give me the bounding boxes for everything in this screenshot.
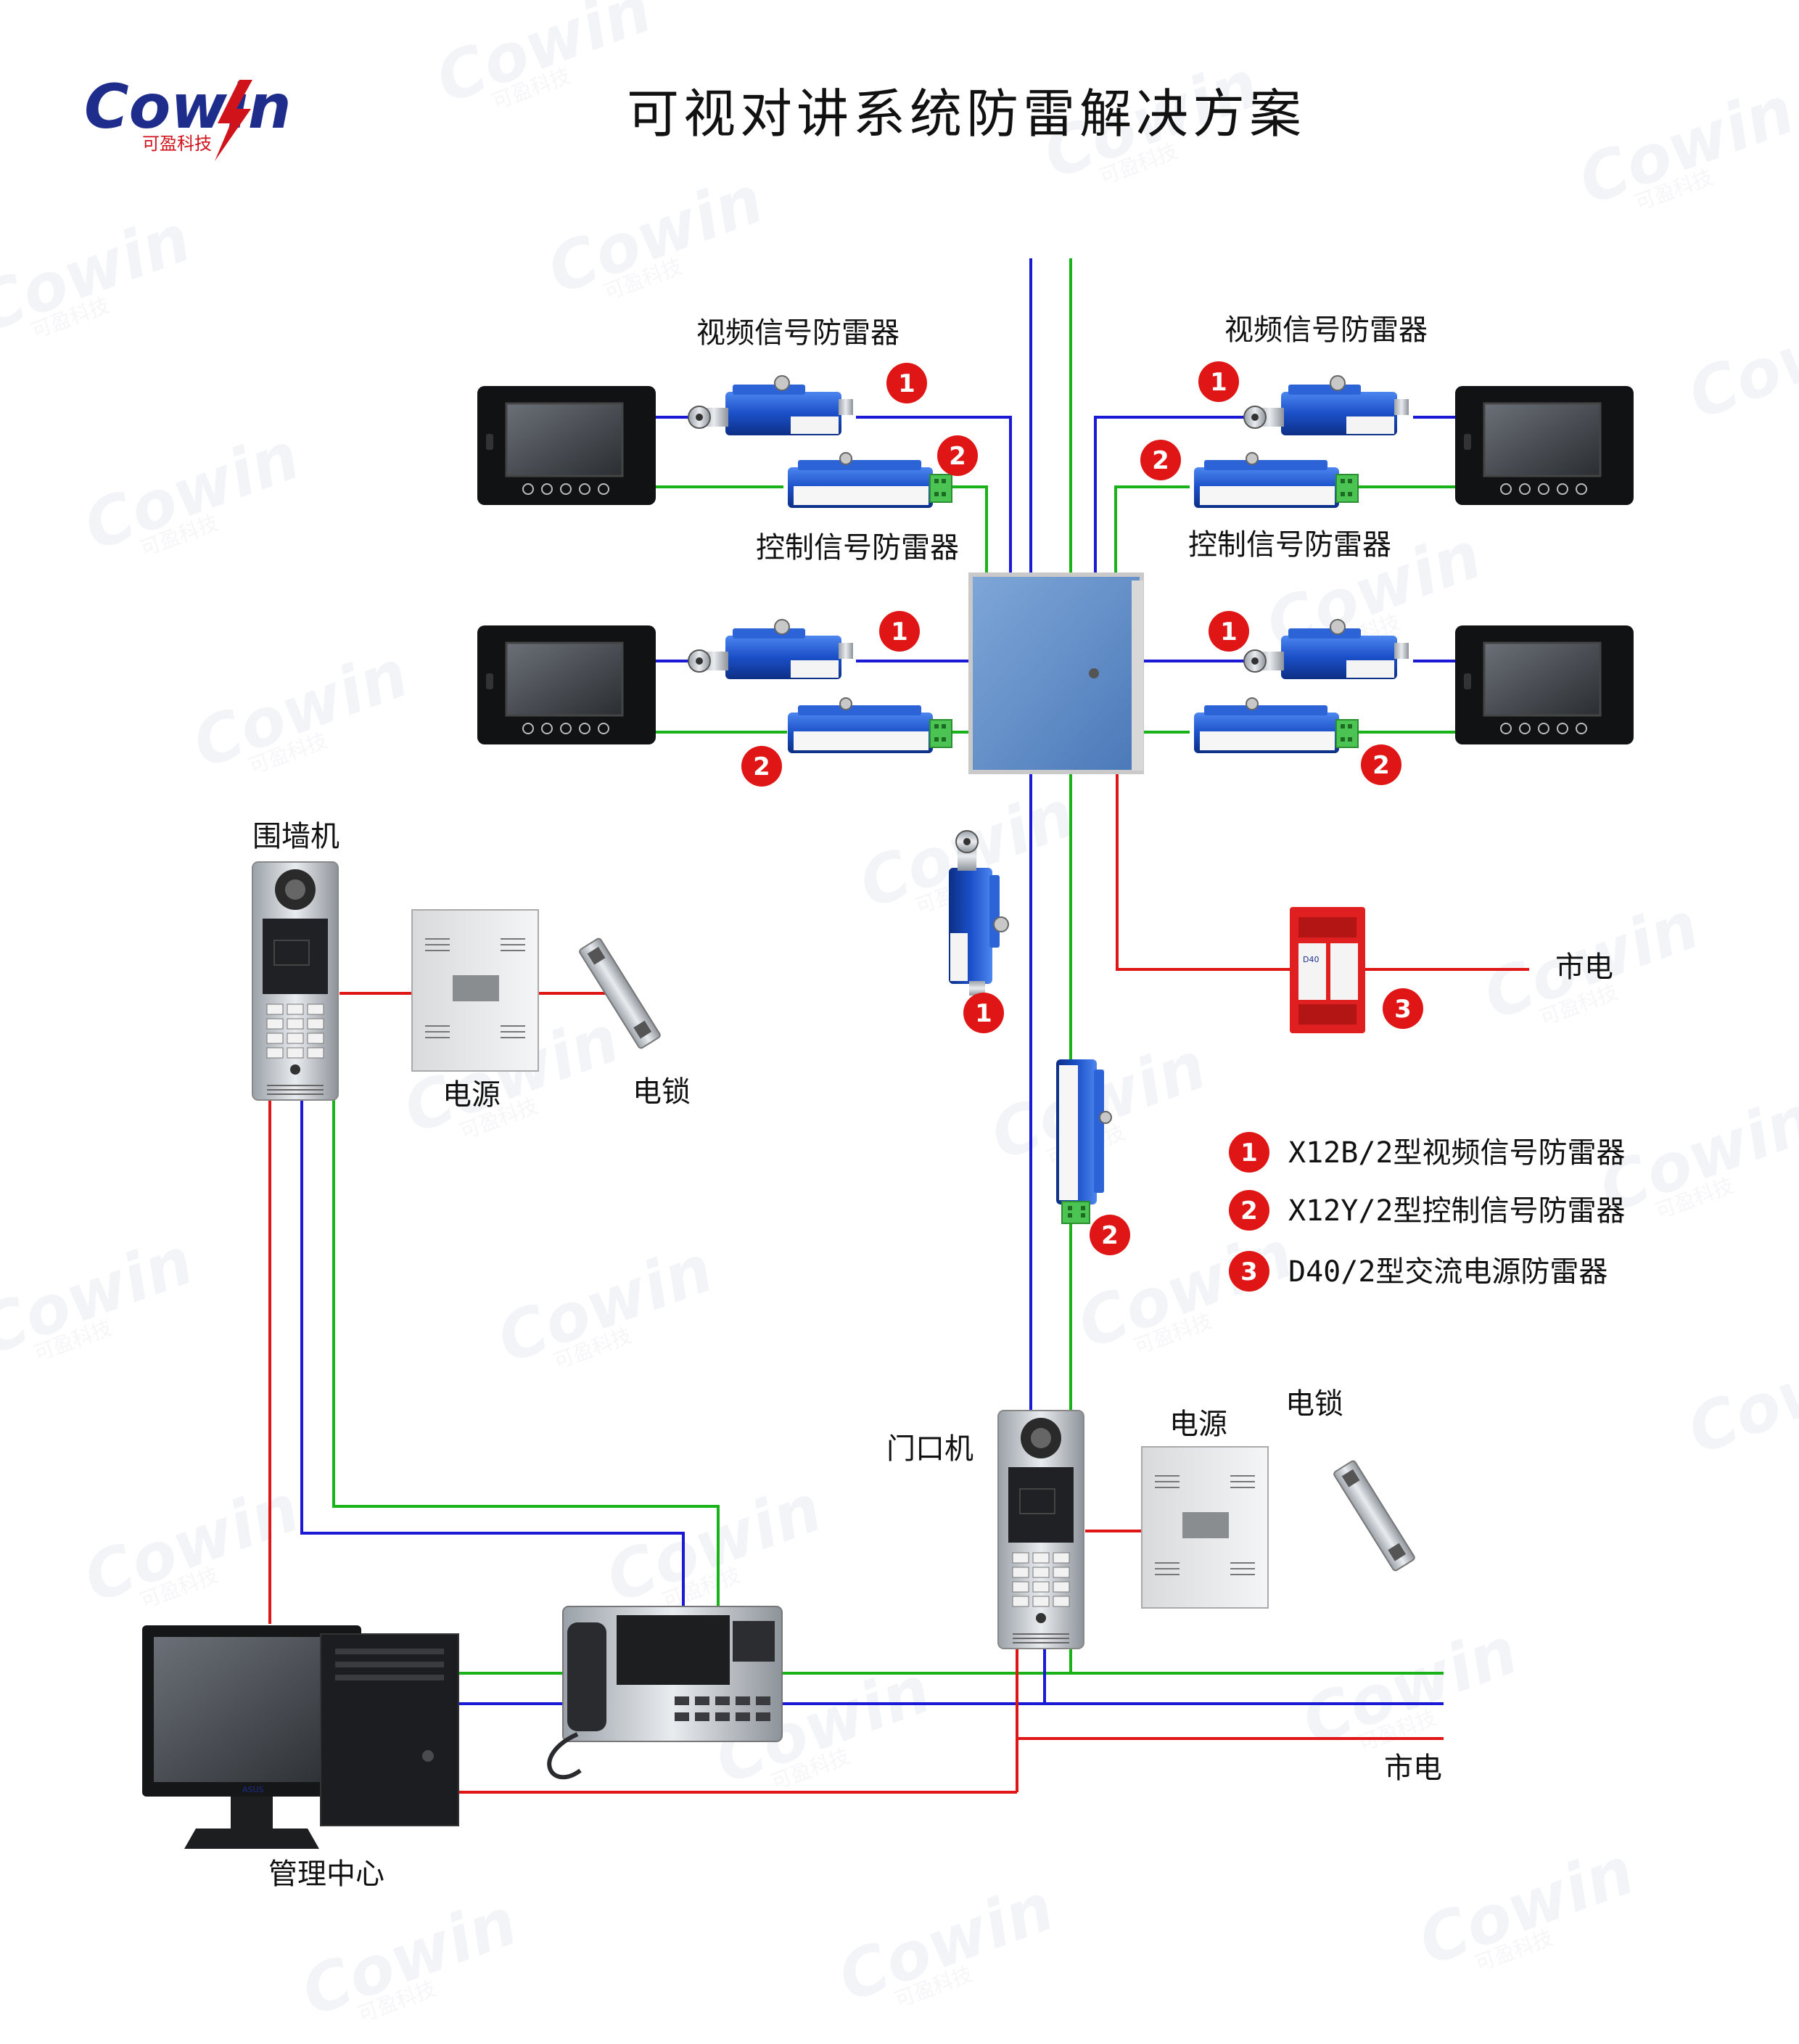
label-power-door: 电源 (1169, 1408, 1227, 1441)
electric-lock-door (1332, 1459, 1417, 1572)
svg-text:X12Y/2型控制信号防雷器: X12Y/2型控制信号防雷器 (1288, 1194, 1626, 1228)
svg-text:ASUS: ASUS (242, 1785, 264, 1794)
badge-1: 1 (879, 611, 920, 652)
badge-2: 2 (937, 435, 978, 476)
legend-item: 3 D40/2型交流电源防雷器 (1229, 1251, 1607, 1292)
label-lock-door: 电锁 (1285, 1387, 1343, 1421)
control-spd-upper-left (787, 452, 952, 509)
label-power-left: 电源 (442, 1078, 501, 1112)
power-spd-d40: D40 (1290, 907, 1365, 1033)
indoor-monitor-lower-left (476, 624, 657, 746)
svg-text:Cowin: Cowin (1679, 1322, 1799, 1469)
svg-text:2: 2 (1101, 1221, 1119, 1250)
svg-text:Cowin: Cowin (84, 71, 292, 142)
label-control-spd-right: 控制信号防雷器 (1188, 528, 1391, 562)
indoor-monitor-upper-left (476, 385, 657, 506)
label-wall-unit: 围墙机 (252, 820, 339, 853)
label-video-spd-left: 视频信号防雷器 (696, 316, 900, 350)
svg-text:3: 3 (1240, 1257, 1258, 1286)
svg-text:1: 1 (898, 369, 915, 398)
wall-unit-device (252, 861, 339, 1101)
svg-text:2: 2 (1372, 751, 1390, 780)
badges: 1 2 1 2 1 2 1 2 1 2 3 (741, 361, 1423, 1255)
badge-2: 2 (1361, 744, 1401, 785)
svg-text:D40/2型交流电源防雷器: D40/2型交流电源防雷器 (1288, 1255, 1607, 1289)
svg-text:1: 1 (975, 999, 992, 1028)
company-logo: Cowin 可盈科技 (84, 71, 292, 161)
power-supply-left (411, 909, 539, 1072)
power-supply-door (1141, 1446, 1269, 1609)
management-computer: ASUS (142, 1625, 459, 1849)
label-control-spd-left: 控制信号防雷器 (756, 531, 959, 565)
svg-text:1: 1 (891, 617, 908, 647)
svg-text:1: 1 (1240, 1138, 1258, 1167)
badge-3: 3 (1383, 988, 1423, 1029)
svg-text:D40: D40 (1303, 955, 1319, 964)
badge-1: 1 (886, 363, 927, 403)
label-door-unit: 门口机 (886, 1432, 973, 1466)
page-title: 可视对讲系统防雷解决方案 (627, 83, 1306, 144)
control-spd-lower-right (1193, 697, 1359, 754)
badge-1: 1 (963, 993, 1004, 1033)
svg-text:Cowin: Cowin (1679, 287, 1799, 434)
management-console (547, 1606, 783, 1780)
control-spd-upper-right (1193, 452, 1359, 509)
badge-2: 2 (1140, 440, 1181, 480)
svg-text:Cowin: Cowin (427, 0, 661, 118)
svg-text:2: 2 (753, 752, 770, 781)
video-spd-upper-right (1243, 375, 1409, 436)
indoor-monitor-lower-right (1454, 624, 1635, 746)
labels: 视频信号防雷器 视频信号防雷器 控制信号防雷器 控制信号防雷器 围墙机 电源 电… (252, 313, 1613, 1891)
svg-text:3: 3 (1394, 995, 1412, 1024)
distribution-box (968, 572, 1144, 774)
label-mains-bottom: 市电 (1384, 1752, 1442, 1785)
indoor-monitor-upper-right (1454, 385, 1635, 506)
svg-text:可盈科技: 可盈科技 (142, 134, 212, 154)
svg-text:2: 2 (1240, 1197, 1258, 1226)
badge-2: 2 (741, 746, 782, 787)
badge-1: 1 (1198, 361, 1239, 402)
legend-item: 2 X12Y/2型控制信号防雷器 (1229, 1190, 1626, 1231)
legend-item: 1 X12B/2型视频信号防雷器 (1229, 1132, 1626, 1173)
badge-2: 2 (1090, 1215, 1130, 1255)
label-video-spd-right: 视频信号防雷器 (1224, 313, 1428, 347)
control-spd-lower-left (787, 697, 952, 754)
wiring (268, 258, 1529, 1794)
label-lock-left: 电锁 (633, 1075, 691, 1109)
svg-text:Cowin: Cowin (0, 1223, 202, 1370)
svg-text:1: 1 (1210, 368, 1227, 397)
video-spd-lower-left (688, 619, 854, 680)
svg-text:X12B/2型视频信号防雷器: X12B/2型视频信号防雷器 (1288, 1136, 1626, 1170)
svg-text:2: 2 (949, 442, 966, 471)
control-spd-trunk (1055, 1059, 1112, 1224)
video-spd-upper-left (688, 375, 854, 436)
door-unit-device (997, 1410, 1084, 1649)
label-management-center: 管理中心 (268, 1858, 384, 1891)
badge-1: 1 (1209, 611, 1249, 652)
svg-text:2: 2 (1152, 446, 1169, 475)
label-mains-right: 市电 (1555, 951, 1613, 984)
legend: 1 X12B/2型视频信号防雷器 2 X12Y/2型控制信号防雷器 3 D40/… (1229, 1132, 1626, 1292)
svg-text:1: 1 (1220, 617, 1238, 647)
